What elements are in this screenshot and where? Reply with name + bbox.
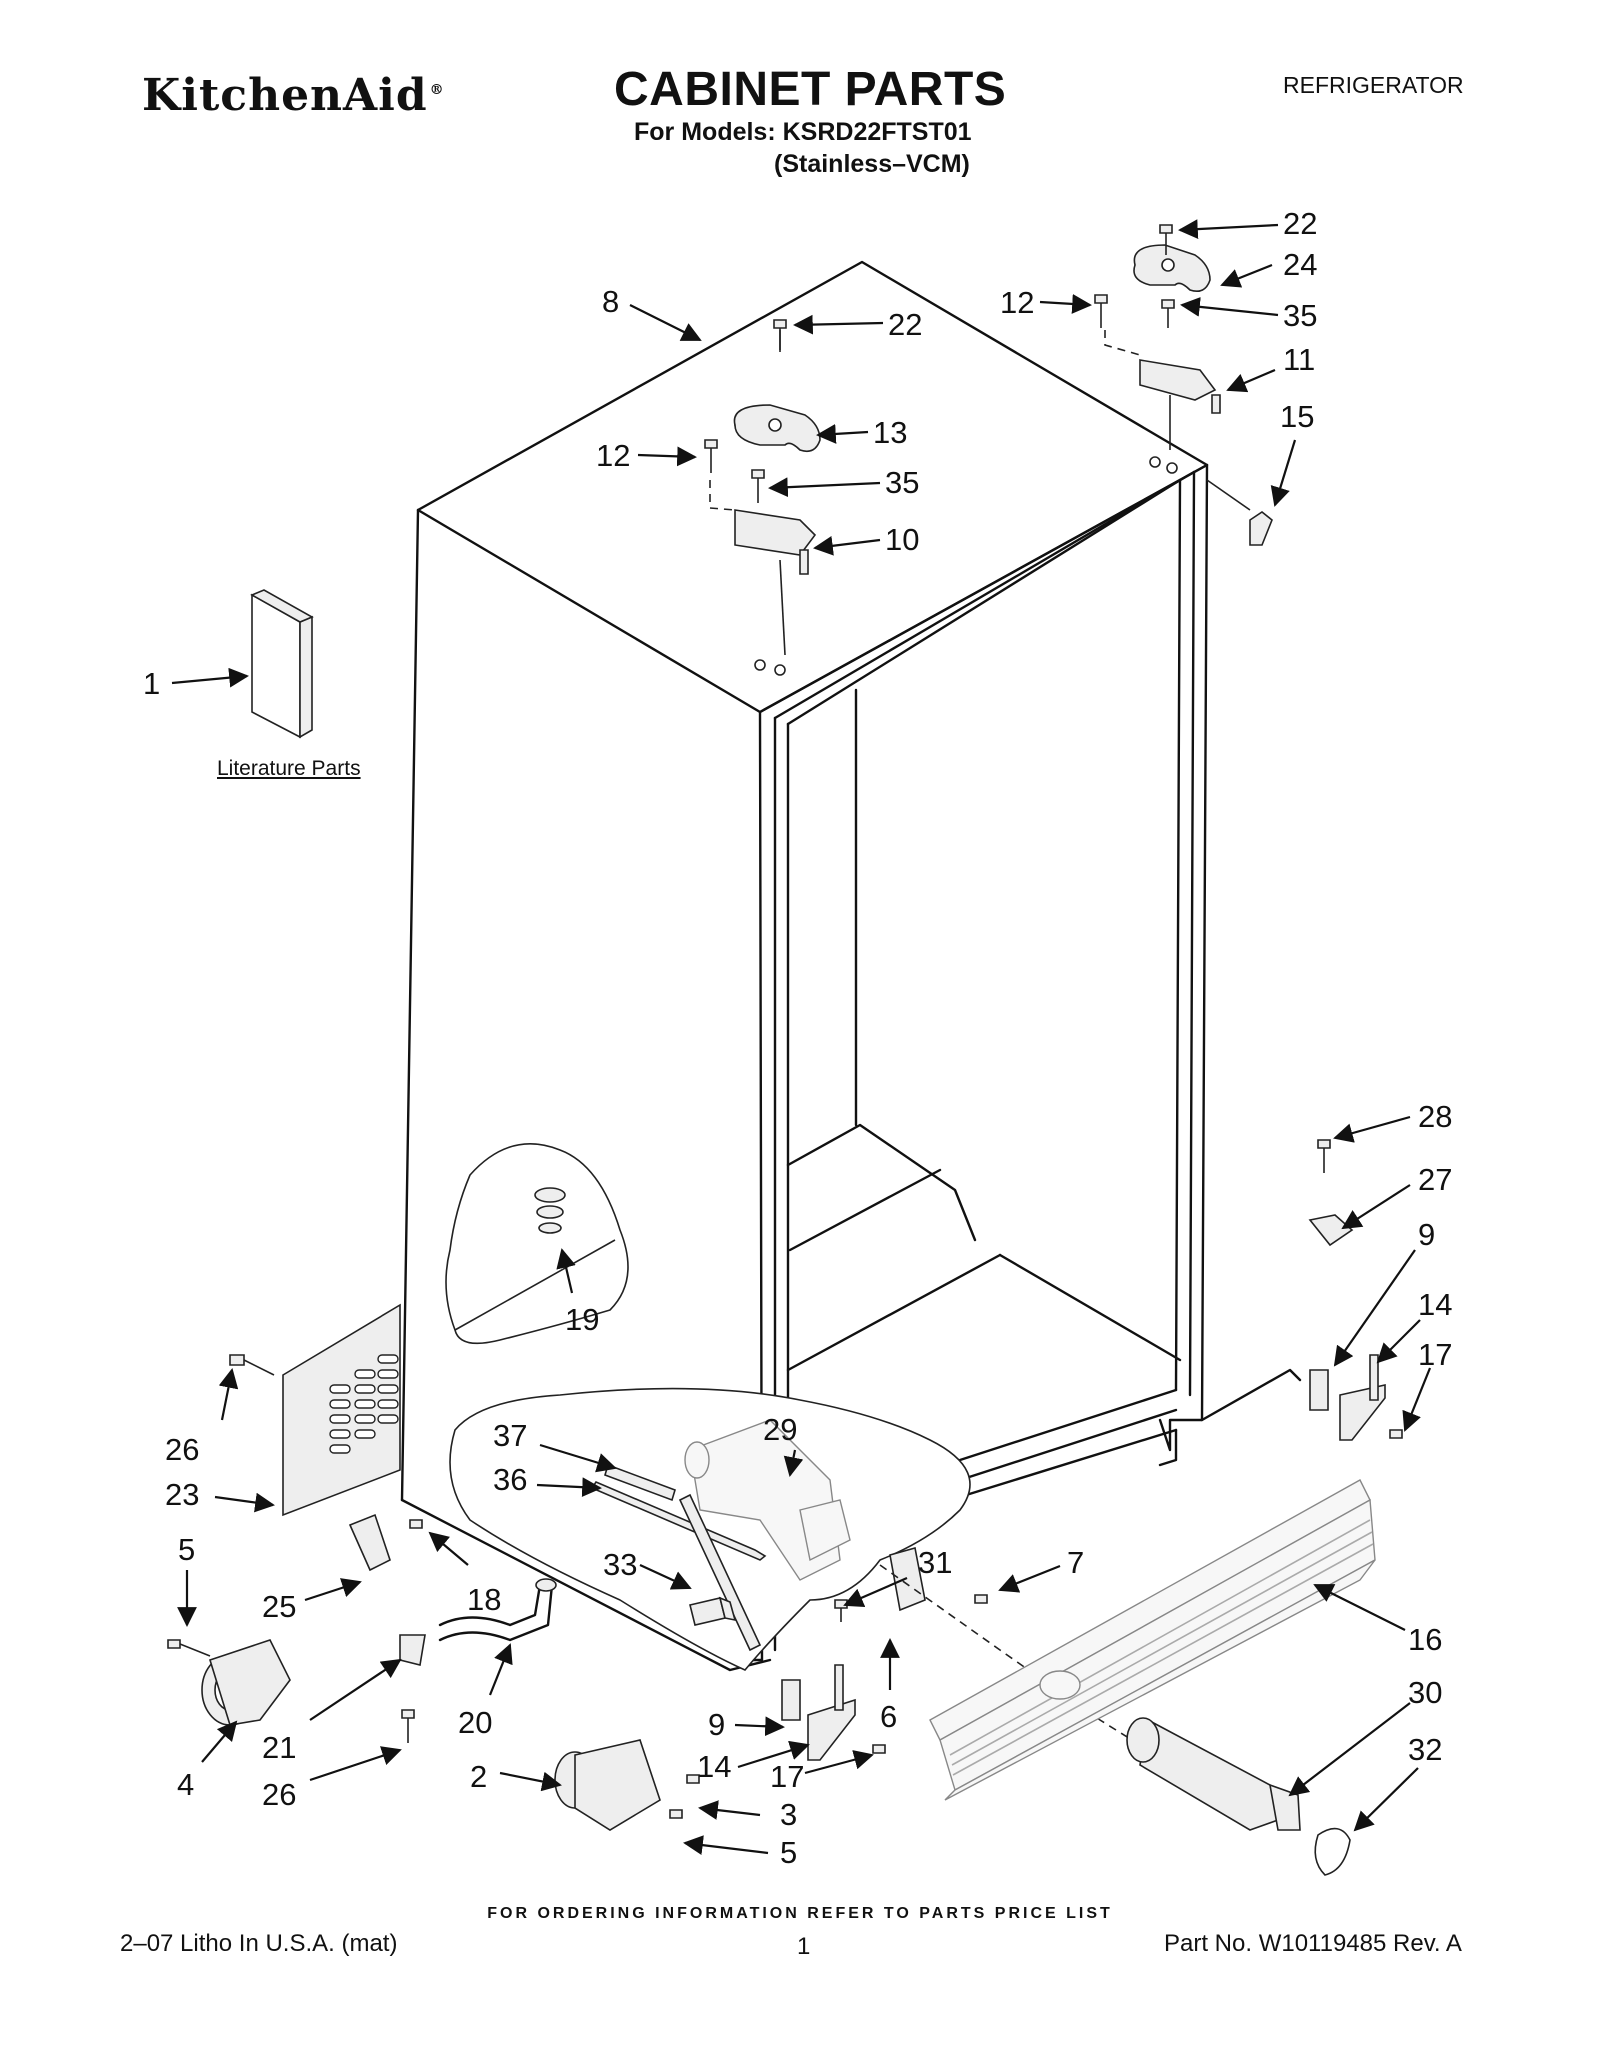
callout-labels: 1 8 22 13 12 35 10 22 24 12 35 11 15 19 …: [143, 206, 1452, 1870]
bottom-hinge-center: [781, 1546, 1141, 1761]
callout-22: 22: [888, 307, 922, 342]
callout-36: 36: [493, 1462, 527, 1497]
finish-line: (Stainless–VCM): [774, 150, 970, 178]
cabinet-body: [400, 260, 1302, 1672]
callout-4: 4: [177, 1767, 194, 1802]
rear-grille-panel: [229, 1303, 401, 1517]
top-hinge-right: [1094, 224, 1273, 546]
cutout-leg: [445, 1143, 629, 1345]
front-roller-left: [167, 1639, 291, 1726]
ordering-info: FOR ORDERING INFORMATION REFER TO PARTS …: [487, 1905, 1113, 1922]
product-category: REFRIGERATOR: [1283, 72, 1464, 98]
callout-16: 16: [1408, 1622, 1442, 1657]
toe-grille: [929, 1479, 1376, 1801]
callout-23: 23: [165, 1477, 199, 1512]
callout-12: 12: [1000, 285, 1034, 320]
callout-26: 26: [262, 1777, 296, 1812]
top-hinge-left: [704, 319, 821, 676]
callout-5: 5: [178, 1532, 195, 1567]
brand-name: KitchenAid: [142, 70, 428, 121]
callout-30: 30: [1408, 1675, 1442, 1710]
callout-21: 21: [262, 1730, 296, 1765]
callout-8: 8: [602, 284, 619, 319]
callout-13: 13: [873, 415, 907, 450]
callout-2: 2: [470, 1759, 487, 1794]
callout-19: 19: [565, 1302, 599, 1337]
callout-9: 9: [1418, 1217, 1435, 1252]
callout-5: 5: [780, 1835, 797, 1870]
models-line: For Models: KSRD22FTST01: [634, 118, 972, 146]
callout-17: 17: [770, 1759, 804, 1794]
callout-17: 17: [1418, 1337, 1452, 1372]
callout-27: 27: [1418, 1162, 1452, 1197]
callout-26: 26: [165, 1432, 199, 1467]
callout-20: 20: [458, 1705, 492, 1740]
callout-14: 14: [1418, 1287, 1452, 1322]
callout-12: 12: [596, 438, 630, 473]
callout-15: 15: [1280, 399, 1314, 434]
callout-11: 11: [1283, 342, 1315, 377]
callout-37: 37: [493, 1418, 527, 1453]
callout-3: 3: [780, 1797, 797, 1832]
callout-10: 10: [885, 522, 919, 557]
leader-lines: [171, 219, 1432, 1855]
page-number: 1: [797, 1933, 811, 1960]
cutout-water-system: [449, 1387, 971, 1671]
callout-32: 32: [1408, 1732, 1442, 1767]
brand-mark: ®: [429, 82, 445, 99]
callout-29: 29: [763, 1412, 797, 1447]
callout-25: 25: [262, 1589, 296, 1624]
callout-1: 1: [143, 666, 160, 701]
callout-22: 22: [1283, 206, 1317, 241]
callout-7: 7: [1067, 1545, 1084, 1580]
brand-logo: KitchenAid®: [142, 70, 445, 121]
callout-9: 9: [708, 1707, 725, 1742]
part-number: Part No. W10119485 Rev. A: [1164, 1930, 1462, 1957]
water-filter: [1126, 1717, 1351, 1876]
callout-35: 35: [1283, 298, 1317, 333]
callout-35: 35: [885, 465, 919, 500]
callout-31: 31: [918, 1545, 952, 1580]
litho-line: 2–07 Litho In U.S.A. (mat): [120, 1930, 398, 1957]
page-title: CABINET PARTS: [614, 63, 1007, 116]
callout-18: 18: [467, 1582, 501, 1617]
front-roller-right: [554, 1739, 700, 1831]
callout-28: 28: [1418, 1099, 1452, 1134]
literature-parts-label: Literature Parts: [217, 757, 361, 780]
callout-24: 24: [1283, 247, 1317, 282]
literature-book: [250, 589, 314, 739]
callout-14: 14: [697, 1749, 731, 1784]
callout-6: 6: [880, 1699, 897, 1734]
water-line-clamp: [348, 1513, 557, 1743]
callout-33: 33: [603, 1547, 637, 1582]
